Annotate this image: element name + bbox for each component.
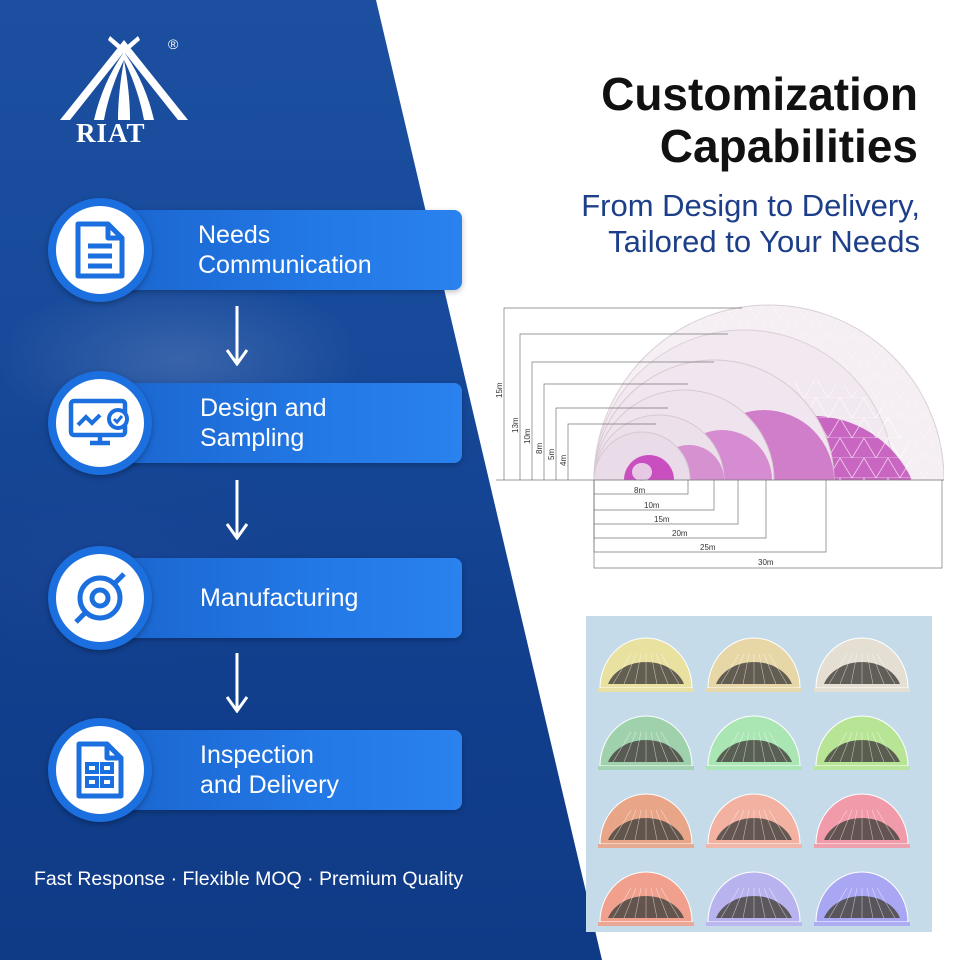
height-label: 5m (547, 449, 556, 460)
step-label-line: Inspection (200, 741, 314, 769)
width-label: 10m (644, 501, 660, 510)
subtitle-line: Tailored to Your Needs (608, 224, 920, 259)
step-label: Inspection and Delivery (200, 720, 460, 820)
page-subtitle: From Design to Delivery, Tailored to You… (581, 188, 920, 260)
gear-cog-icon (74, 572, 126, 624)
document-icon (75, 221, 125, 279)
dome-swatch (814, 793, 910, 848)
dome-swatch (814, 637, 910, 692)
dome-swatch (598, 871, 694, 926)
step-inspection-delivery: Inspection and Delivery (48, 718, 462, 822)
step-label-line: and Delivery (200, 771, 339, 799)
height-label: 15m (495, 382, 504, 398)
tent-logo-icon (60, 36, 188, 120)
arrow-down-icon (225, 480, 249, 540)
brand-name: RIAT (76, 118, 146, 148)
riat-logo (50, 32, 190, 152)
step-bar (118, 730, 462, 810)
dome-swatch (598, 637, 694, 692)
dome-color-grid (598, 637, 910, 926)
dome-swatch (814, 715, 910, 770)
dome-swatch (706, 715, 802, 770)
dome-swatch (814, 871, 910, 926)
height-label: 4m (559, 455, 568, 466)
step-label-line: Communication (198, 251, 372, 279)
title-line: Capabilities (659, 120, 918, 172)
step-bar (118, 383, 462, 463)
step-label-line: Needs (198, 221, 271, 249)
step-label: Manufacturing (200, 548, 460, 648)
step-label-line: Design and (200, 394, 327, 422)
width-label: 8m (634, 486, 645, 495)
width-label: 20m (672, 529, 688, 538)
dome-size-diagram: 15m 13m 10m 8m 5m 4m 8m 10m 15m 20m 25m … (495, 304, 944, 569)
step-design-sampling: Design and Sampling (48, 371, 462, 475)
registered-mark: ® (168, 36, 179, 52)
tagline: Fast Response · Flexible MOQ · Premium Q… (34, 868, 464, 890)
arrow-down-icon (225, 306, 249, 366)
step-bar (118, 558, 462, 638)
dome-swatch (706, 637, 802, 692)
step-manufacturing: Manufacturing (48, 546, 462, 650)
dome-swatch (706, 871, 802, 926)
title-line: Customization (601, 68, 918, 120)
step-icon-badge (48, 371, 152, 475)
width-label: 15m (654, 515, 670, 524)
subtitle-line: From Design to Delivery, (581, 188, 920, 223)
monitor-check-icon (68, 398, 129, 446)
step-needs-communication: Needs Communication (48, 198, 462, 302)
step-icon-badge (48, 718, 152, 822)
dome-swatch (706, 793, 802, 848)
step-label-line: Sampling (200, 424, 305, 452)
step-label-line: Manufacturing (200, 584, 359, 612)
width-label: 30m (758, 558, 774, 567)
step-bar (118, 210, 462, 290)
step-label: Needs Communication (198, 200, 458, 300)
page-title: Customization Capabilities (601, 68, 918, 172)
step-icon-badge (48, 198, 152, 302)
height-label: 13m (511, 417, 520, 433)
dome-swatch (598, 793, 694, 848)
dome-swatch (598, 715, 694, 770)
width-label: 25m (700, 543, 716, 552)
step-icon-badge (48, 546, 152, 650)
step-label: Design and Sampling (200, 373, 460, 473)
height-label: 10m (523, 428, 532, 444)
checklist-grid-icon (76, 741, 124, 799)
arrow-down-icon (225, 653, 249, 713)
height-label: 8m (535, 443, 544, 454)
dome-color-options (586, 616, 932, 932)
